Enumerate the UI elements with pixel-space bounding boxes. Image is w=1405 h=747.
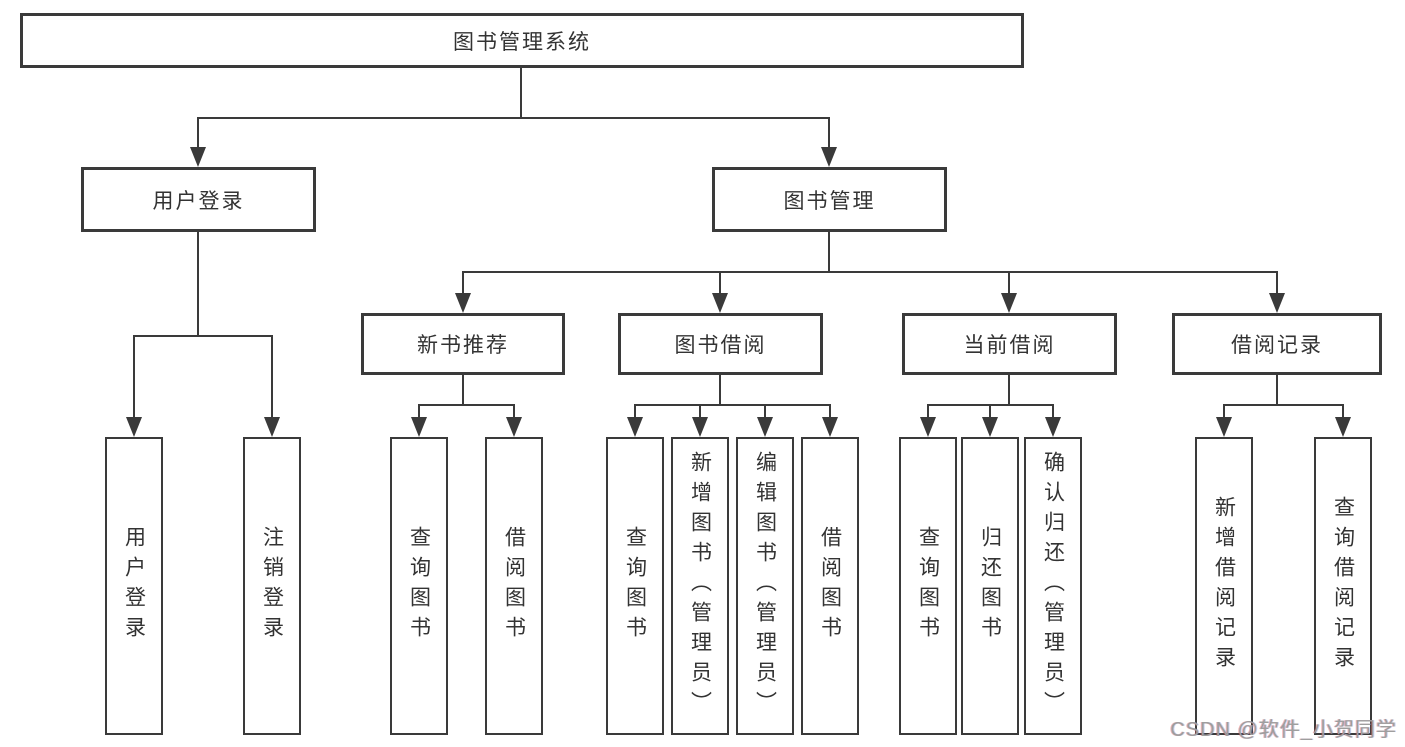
connector-tail-g3-3 [764,404,766,419]
leaf-logout: 注销登录 [243,437,301,735]
connector-root-stub [520,68,522,118]
arrowhead-g3-2 [692,417,708,437]
arrowhead-borrow-records [1269,293,1285,313]
leaf-add-borrow-record: 新增借阅记录 [1195,437,1253,735]
leaf-query-borrow-record-label: 查询借阅记录 [1331,496,1355,676]
node-book-management-label: 图书管理 [783,189,876,213]
leaf-user-login-label: 用户登录 [122,526,146,646]
connector-tail-book-borrow [719,271,721,295]
leaf-return-book: 归还图书 [961,437,1019,735]
connector-tail-g4-3 [1052,404,1054,419]
connector-tail-g4-2 [989,404,991,419]
connector-tail-new-book [462,271,464,295]
node-borrow-records: 借阅记录 [1172,313,1382,375]
connector-tail-g2-1 [418,404,420,419]
leaf-add-book-admin: 新增图书（管理员） [671,437,729,735]
leaf-query-books-recommend-label: 查询图书 [407,526,431,646]
arrowhead-g5-2 [1335,417,1351,437]
leaf-confirm-return-admin-label: 确认归还（管理员） [1041,451,1065,721]
leaf-edit-book-admin: 编辑图书（管理员） [736,437,794,735]
connector-current-borrow-stub [1008,375,1010,406]
node-borrow-records-label: 借阅记录 [1231,334,1323,357]
arrowhead-user-login [190,147,206,167]
node-new-book-recommend: 新书推荐 [361,313,565,375]
leaf-borrow-books: 借阅图书 [801,437,859,735]
connector-borrow-records-rail [1223,404,1344,406]
connector-tail-leaf-logout [271,335,273,419]
connector-book-borrow-stub [719,375,721,406]
arrowhead-g3-1 [627,417,643,437]
connector-tail-g2-2 [513,404,515,419]
node-current-borrow-label: 当前借阅 [963,334,1056,357]
arrowhead-current-borrow [1001,293,1017,313]
arrowhead-g3-3 [757,417,773,437]
connector-new-book-rail [418,404,515,406]
leaf-confirm-return-admin: 确认归还（管理员） [1024,437,1082,735]
arrowhead-g3-4 [822,417,838,437]
connector-book-mgmt-stub [828,232,830,273]
leaf-user-login: 用户登录 [105,437,163,735]
leaf-add-borrow-record-label: 新增借阅记录 [1212,496,1236,676]
node-book-borrow: 图书借阅 [618,313,823,375]
connector-tail-g3-1 [634,404,636,419]
arrowhead-book-mgmt [821,147,837,167]
connector-user-login-stub [197,232,199,337]
node-root-label: 图书管理系统 [453,30,591,54]
arrowhead-g4-1 [920,417,936,437]
node-user-login: 用户登录 [81,167,316,232]
connector-tail-g5-1 [1223,404,1225,419]
leaf-borrow-books-label: 借阅图书 [818,526,842,646]
connector-tail-g3-2 [699,404,701,419]
leaf-logout-label: 注销登录 [260,526,284,646]
connector-tail-user-login [197,117,199,149]
connector-user-login-rail [133,335,273,337]
arrowhead-leaf-user-login [126,417,142,437]
connector-root-rail [198,117,830,119]
connector-tail-current-borrow [1008,271,1010,295]
leaf-return-book-label: 归还图书 [978,526,1002,646]
connector-tail-leaf-user-login [133,335,135,419]
leaf-query-books-borrow: 查询图书 [606,437,664,735]
leaf-query-books-current-label: 查询图书 [916,526,940,646]
node-current-borrow: 当前借阅 [902,313,1117,375]
connector-borrow-records-stub [1276,375,1278,406]
connector-tail-g4-1 [927,404,929,419]
connector-tail-g5-2 [1342,404,1344,419]
leaf-query-books-recommend: 查询图书 [390,437,448,735]
arrowhead-g5-1 [1216,417,1232,437]
leaf-query-books-borrow-label: 查询图书 [623,526,647,646]
arrowhead-g2-2 [506,417,522,437]
connector-tail-book-mgmt [828,117,830,149]
connector-tail-g3-4 [829,404,831,419]
leaf-query-borrow-record: 查询借阅记录 [1314,437,1372,735]
leaf-edit-book-admin-label: 编辑图书（管理员） [753,451,777,721]
leaf-borrow-books-recommend: 借阅图书 [485,437,543,735]
arrowhead-g2-1 [411,417,427,437]
csdn-watermark: CSDN @软件_小贺同学 [1170,719,1397,741]
node-book-borrow-label: 图书借阅 [674,334,767,357]
connector-new-book-stub [462,375,464,406]
connector-tail-borrow-records [1276,271,1278,295]
node-new-book-recommend-label: 新书推荐 [417,334,509,357]
connector-book-borrow-rail [634,404,831,406]
node-book-management: 图书管理 [712,167,947,232]
arrowhead-new-book [455,293,471,313]
leaf-add-book-admin-label: 新增图书（管理员） [688,451,712,721]
leaf-borrow-books-recommend-label: 借阅图书 [502,526,526,646]
arrowhead-g4-2 [982,417,998,437]
node-user-login-label: 用户登录 [152,189,245,213]
arrowhead-g4-3 [1045,417,1061,437]
leaf-query-books-current: 查询图书 [899,437,957,735]
connector-book-mgmt-rail [462,271,1278,273]
node-root: 图书管理系统 [20,13,1024,68]
arrowhead-leaf-logout [264,417,280,437]
arrowhead-book-borrow [712,293,728,313]
